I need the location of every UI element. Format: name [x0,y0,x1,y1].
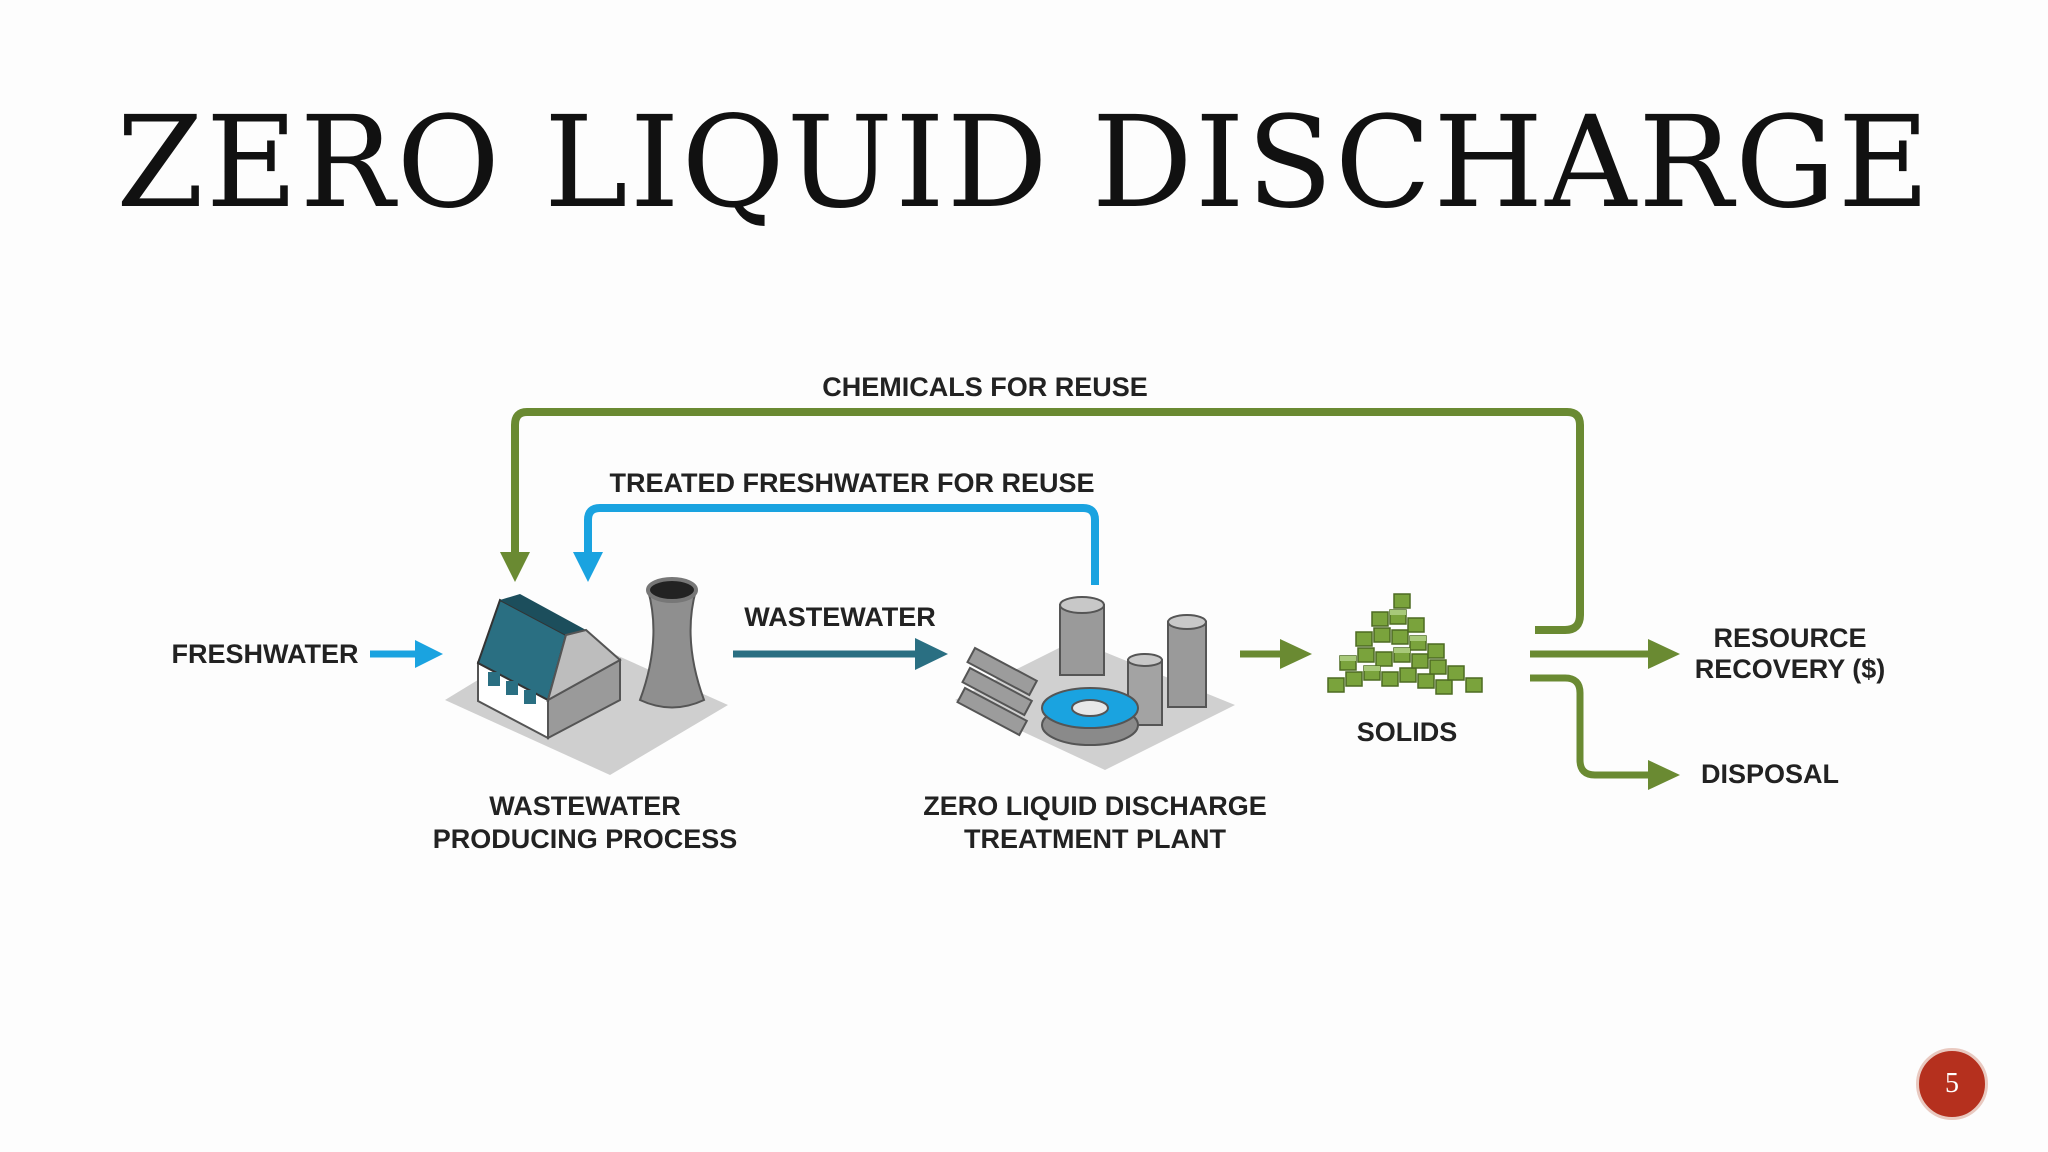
chemicals-label: CHEMICALS FOR REUSE [822,372,1148,402]
resource-label-line2: RECOVERY ($) [1695,654,1886,684]
treatment-plant-icon [955,596,1235,770]
solids-label: SOLIDS [1357,717,1458,747]
treated-freshwater-label: TREATED FRESHWATER FOR REUSE [609,468,1094,498]
plant-label-line2: TREATMENT PLANT [964,824,1226,854]
treated-freshwater-arrow [573,504,1099,585]
solids-arrow [1240,639,1312,669]
solids-cubes-icon [1327,593,1483,695]
page-number-badge: 5 [1916,1048,1988,1120]
disposal-arrow [1530,674,1680,790]
process-label-line1: WASTEWATER [489,791,681,821]
slide-title: ZERO LIQUID DISCHARGE [116,89,1932,236]
factory-icon [445,577,728,775]
plant-label-line1: ZERO LIQUID DISCHARGE [923,791,1267,821]
process-label-line2: PRODUCING PROCESS [433,824,738,854]
resource-label-line1: RESOURCE [1713,623,1866,653]
chemicals-loop-arrow [500,408,1584,634]
disposal-label: DISPOSAL [1701,759,1839,789]
resource-recovery-arrow [1530,639,1680,669]
wastewater-label: WASTEWATER [744,602,936,632]
freshwater-arrow [370,640,443,668]
wastewater-arrow [733,638,948,670]
freshwater-label: FRESHWATER [172,639,359,669]
